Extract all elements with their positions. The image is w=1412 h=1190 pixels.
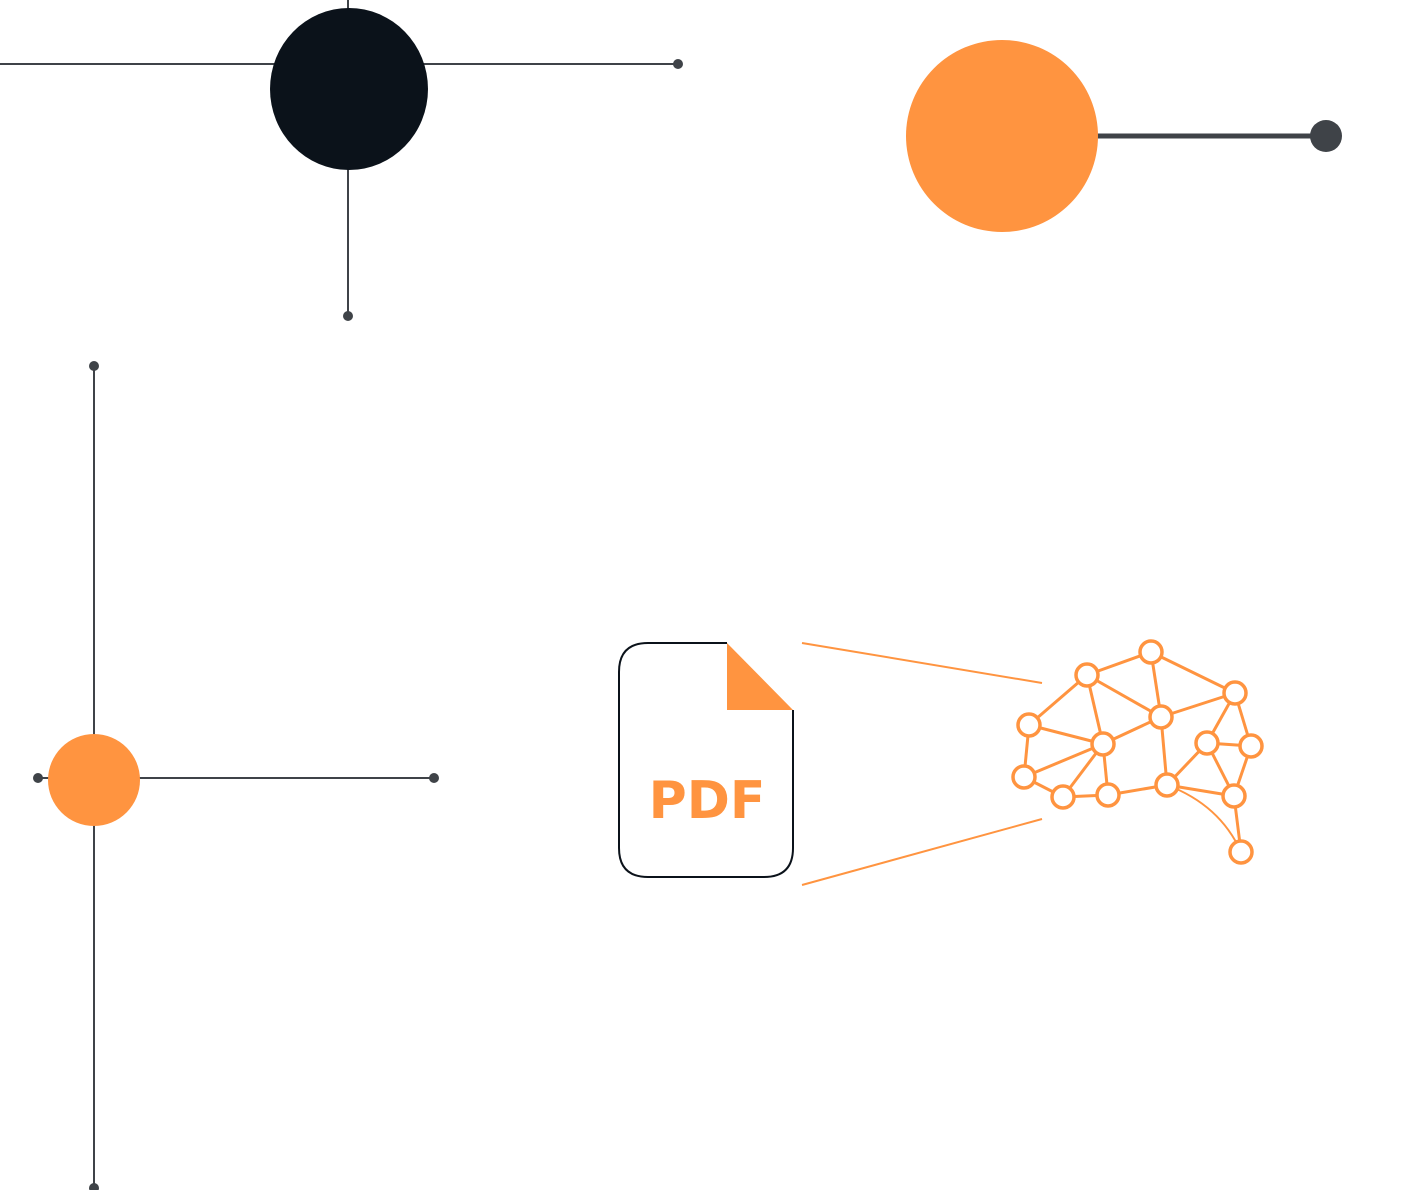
network-node — [1228, 839, 1254, 865]
dark-cross-right-dot — [673, 59, 683, 69]
network-edge — [1150, 650, 1236, 695]
network-node — [1194, 730, 1220, 756]
network-node — [1138, 639, 1164, 665]
pdf-file-folded-corner — [727, 643, 793, 710]
orange-cross-left-dot — [33, 773, 43, 783]
network-node — [1095, 782, 1121, 808]
projection-line-bottom — [801, 818, 1043, 886]
network-edge — [1160, 691, 1236, 719]
projection-lines — [801, 642, 1043, 886]
large-orange-circle — [906, 40, 1098, 232]
network-node — [1074, 662, 1100, 688]
network-node — [1011, 764, 1037, 790]
network-node — [1222, 680, 1248, 706]
projection-line-top — [801, 642, 1043, 684]
orange-cross-right-dot — [429, 773, 439, 783]
dark-cross-bottom-dot — [343, 311, 353, 321]
orange-node-connector — [906, 40, 1342, 232]
neural-network-brain-icon — [1011, 639, 1264, 865]
orange-connector-end-dot — [1310, 120, 1342, 152]
network-node — [1148, 704, 1174, 730]
small-orange-circle — [48, 734, 140, 826]
orange-node-cross — [33, 361, 439, 1190]
orange-cross-top-dot — [89, 361, 99, 371]
pdf-file-icon: PDF — [618, 642, 794, 878]
network-edge — [1023, 742, 1104, 779]
pdf-label: PDF — [649, 771, 766, 831]
dark-circle — [270, 8, 428, 170]
orange-cross-bottom-dot — [89, 1183, 99, 1190]
network-node — [1238, 733, 1264, 759]
pdf-file-outline — [618, 642, 794, 878]
network-node — [1016, 712, 1042, 738]
network-node — [1221, 783, 1247, 809]
dark-node-cross — [0, 0, 683, 321]
network-edge — [1086, 673, 1162, 719]
network-node — [1154, 772, 1180, 798]
network-node — [1090, 731, 1116, 757]
network-node — [1050, 784, 1076, 810]
network-edge — [1028, 673, 1088, 727]
